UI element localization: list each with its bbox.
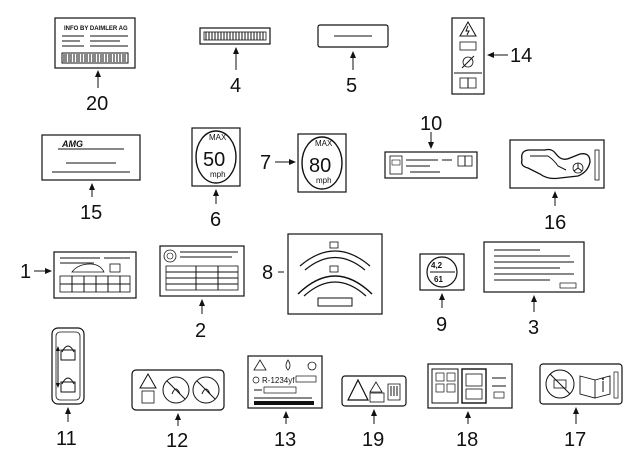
label-4 xyxy=(199,27,271,45)
callout-1: 1 xyxy=(20,261,31,283)
callout-9: 9 xyxy=(436,314,447,336)
svg-text:MAX: MAX xyxy=(209,133,227,142)
callout-6: 6 xyxy=(210,209,221,231)
label-11-lock-unlock xyxy=(51,327,85,405)
label-13-refrigerant: R-1234yf xyxy=(247,355,323,409)
callout-4: 4 xyxy=(230,75,241,97)
callout-12: 12 xyxy=(166,430,188,452)
label-18 xyxy=(427,363,513,409)
callout-8: 8 xyxy=(262,262,273,284)
callout-20: 20 xyxy=(86,93,108,115)
amg-logo: AMG xyxy=(61,139,83,149)
speed-80-value: 80 xyxy=(309,155,331,177)
callout-15: 15 xyxy=(80,202,102,224)
svg-text:mph: mph xyxy=(210,170,226,179)
callout-11: 11 xyxy=(56,428,77,450)
callout-13: 13 xyxy=(274,429,296,451)
callout-3: 3 xyxy=(528,317,539,339)
label-19-airbag-warning xyxy=(341,375,407,407)
callout-14: 14 xyxy=(510,45,532,67)
label-20-info-by-daimler: INFO BY DAIMLER AG xyxy=(54,17,136,69)
svg-text:MAX: MAX xyxy=(315,139,333,148)
callout-16: 16 xyxy=(544,212,566,234)
label-12-warnings xyxy=(131,369,225,411)
label-14-battery-warning xyxy=(451,17,485,95)
speed-50-value: 50 xyxy=(203,149,225,171)
callout-10: 10 xyxy=(420,113,442,135)
callout-7: 7 xyxy=(260,152,271,174)
label-6-max-speed-50: MAX 50 mph xyxy=(191,127,241,187)
label-10 xyxy=(384,151,478,179)
label-7-max-speed-80: MAX 80 mph xyxy=(297,133,347,193)
label-5 xyxy=(317,24,389,48)
label-16-race-track-map xyxy=(509,139,605,189)
label-15-amg: AMG xyxy=(41,134,141,181)
callout-17: 17 xyxy=(564,429,586,451)
pressure-bottom-value: 61 xyxy=(434,275,443,284)
label-17-manual-warning xyxy=(539,363,623,405)
callout-2: 2 xyxy=(195,320,206,342)
label-1-vehicle-info xyxy=(53,251,137,299)
refrigerant-type: R-1234yf xyxy=(262,376,295,385)
label-9-tire-pressure: 4,2 61 xyxy=(419,253,465,291)
info-label-title: INFO BY DAIMLER AG xyxy=(64,26,128,32)
label-2 xyxy=(159,245,245,297)
label-8-arc-gauges xyxy=(287,233,383,315)
callout-5: 5 xyxy=(346,75,357,97)
callout-19: 19 xyxy=(362,429,384,451)
callout-18: 18 xyxy=(456,429,478,451)
label-3 xyxy=(483,241,585,293)
svg-text:mph: mph xyxy=(316,176,332,185)
pressure-top-value: 4,2 xyxy=(431,261,443,270)
